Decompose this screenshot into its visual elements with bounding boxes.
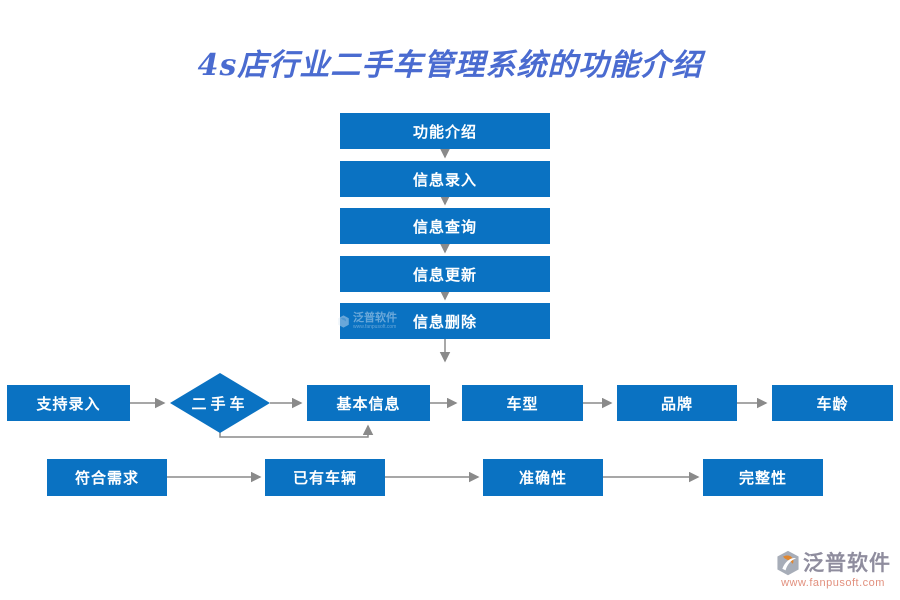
node-existing-vehicles: 已有车辆 [265, 459, 385, 496]
node-meet-demand: 符合需求 [47, 459, 167, 496]
footer-logo: 泛普软件 www.fanpusoft.com [770, 550, 896, 589]
node-basic-info: 基本信息 [307, 385, 430, 421]
node-info-update: 信息更新 [340, 256, 550, 292]
node-accuracy: 准确性 [483, 459, 603, 496]
footer-url: www.fanpusoft.com [781, 577, 885, 589]
connector-loop-arrow [219, 424, 374, 438]
fanpu-logo-icon [777, 550, 799, 576]
decision-diamond-shape [170, 373, 270, 433]
node-brand: 品牌 [617, 385, 737, 421]
node-info-entry: 信息录入 [340, 161, 550, 197]
node-car-model: 车型 [462, 385, 583, 421]
node-support-entry: 支持录入 [7, 385, 130, 421]
node-info-delete: 信息删除 [340, 303, 550, 339]
decision-used-car: 二手车 [191, 395, 249, 413]
node-completeness: 完整性 [703, 459, 823, 496]
footer-brand: 泛普软件 [803, 550, 891, 575]
node-function-intro: 功能介绍 [340, 113, 550, 149]
page-title: 4s店行业二手车管理系统的功能介绍 [197, 48, 703, 83]
node-info-query: 信息查询 [340, 208, 550, 244]
node-car-age: 车龄 [772, 385, 893, 421]
